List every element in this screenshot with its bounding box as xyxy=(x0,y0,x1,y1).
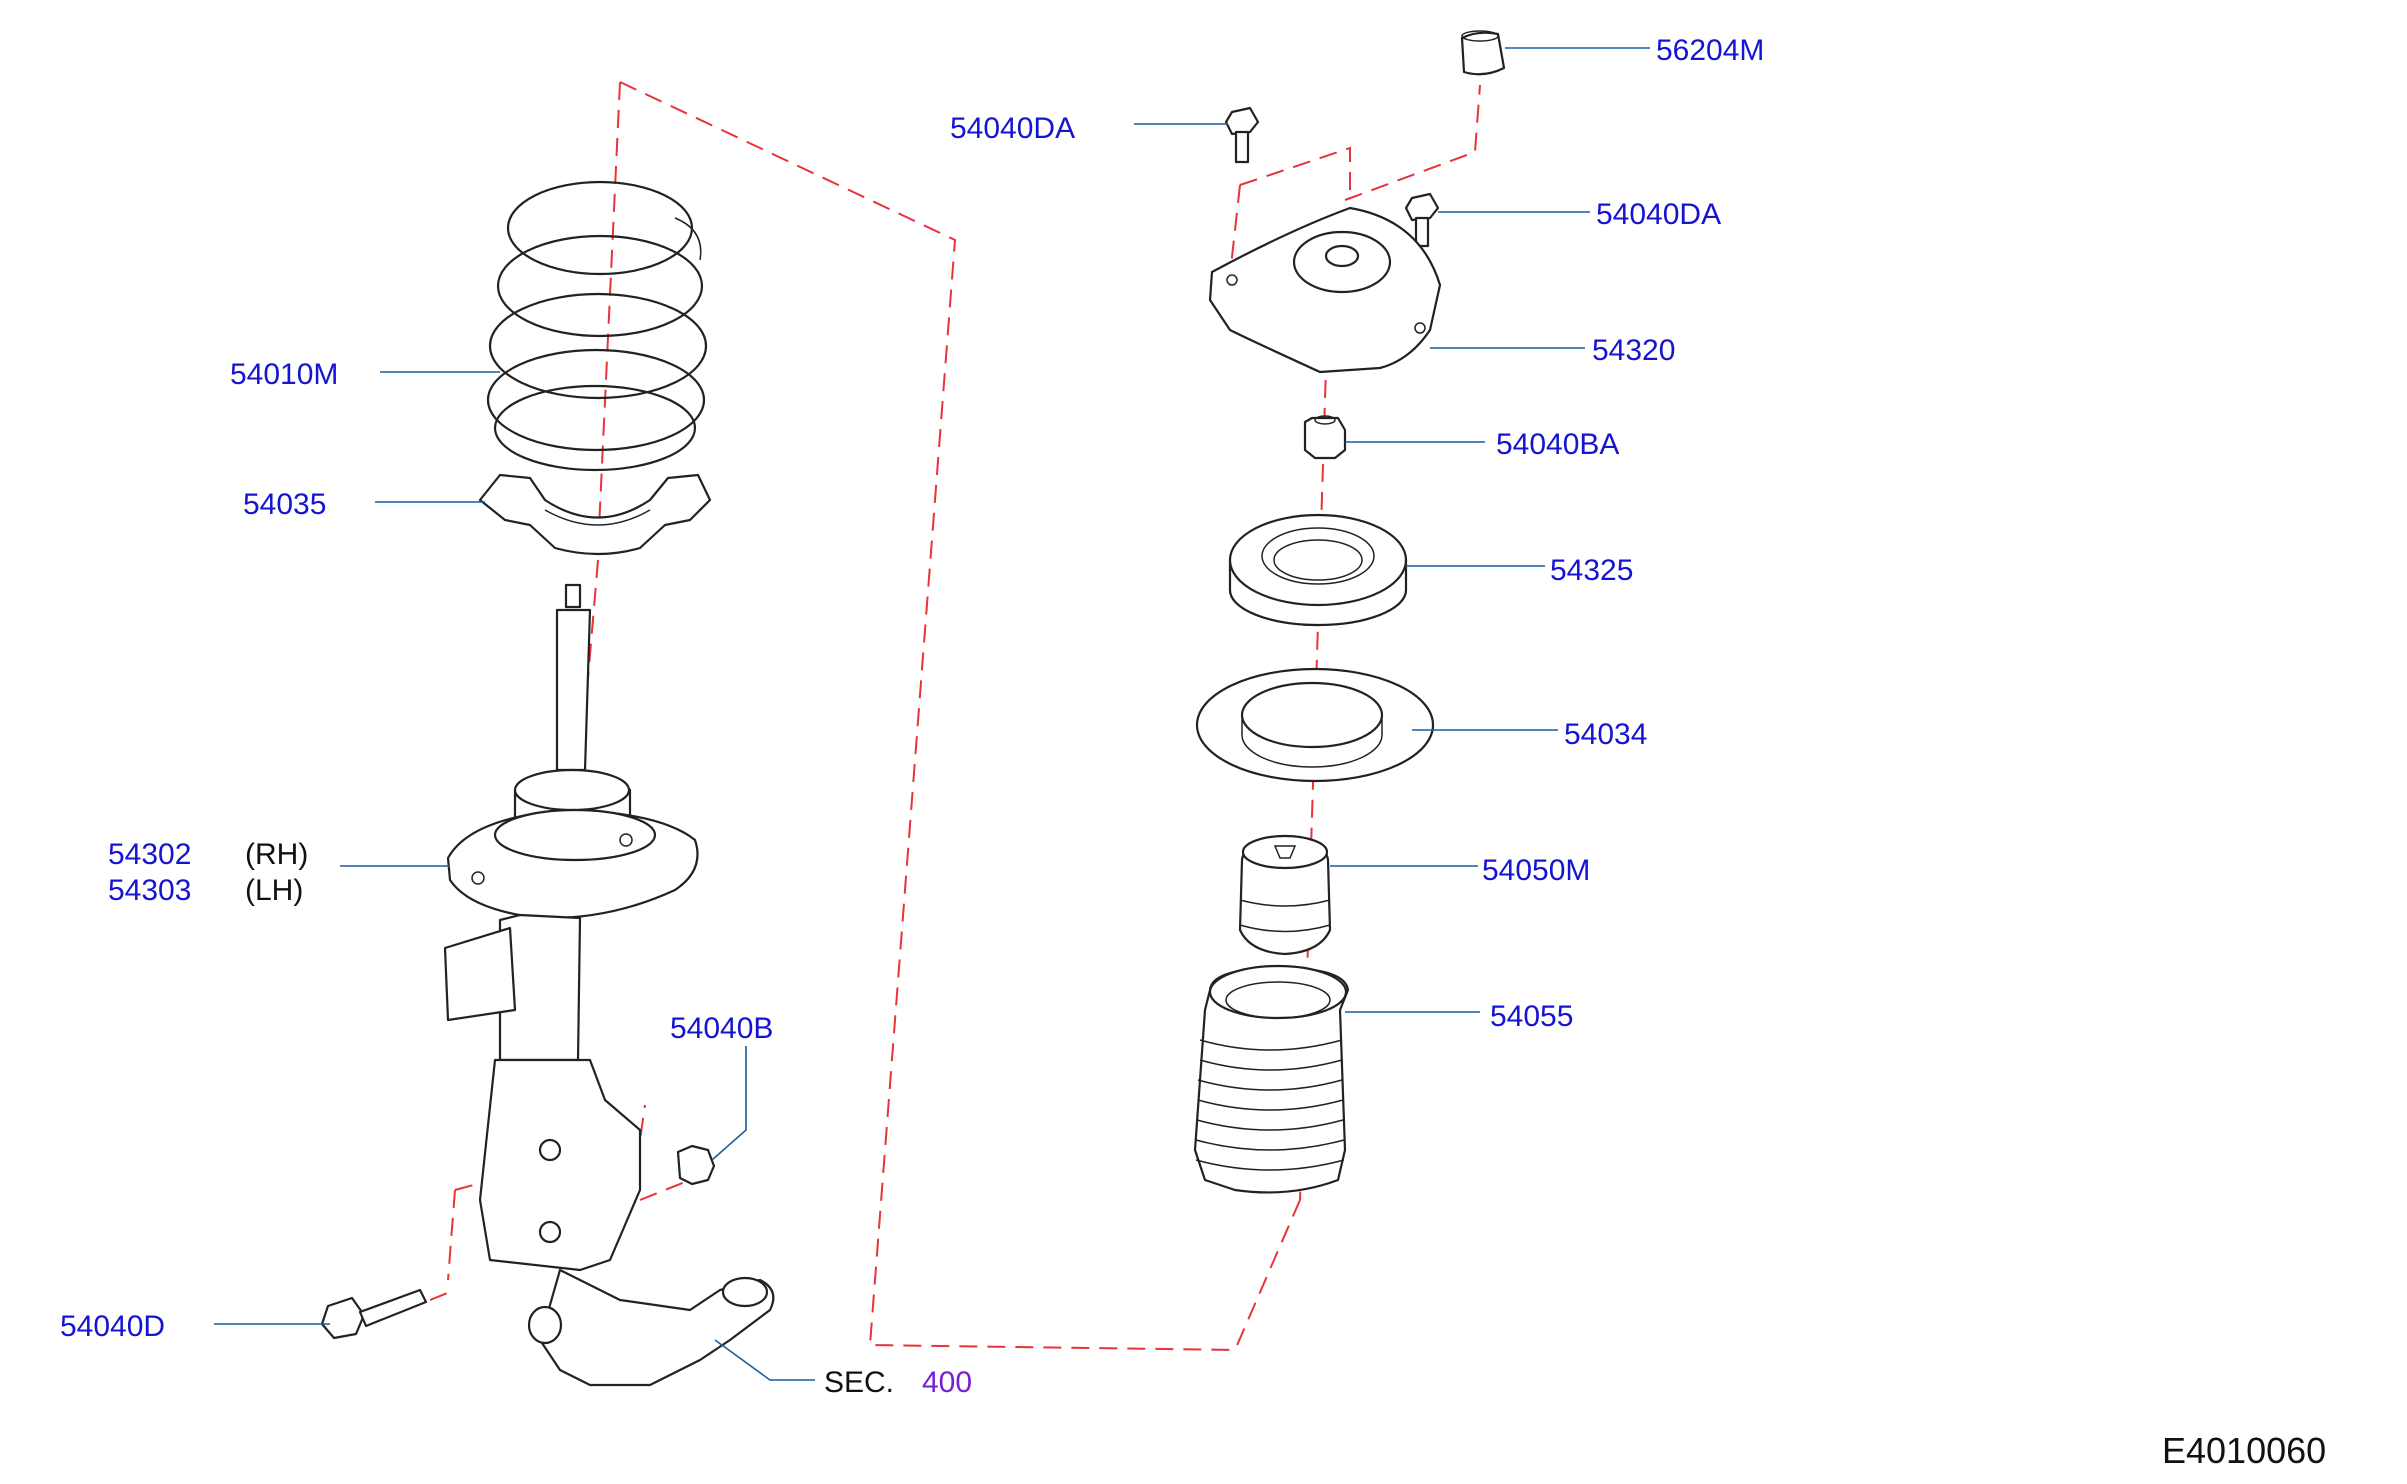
leader-lines xyxy=(214,47,1650,1381)
label-54040DA-left[interactable]: 54040DA xyxy=(950,112,1075,145)
part-54010M-coil-spring[interactable] xyxy=(486,180,708,472)
label-rh: (RH) xyxy=(245,838,308,871)
part-54320-mount-plate[interactable] xyxy=(1208,206,1442,374)
label-lh: (LH) xyxy=(245,874,303,907)
part-54055-dust-boot[interactable] xyxy=(1193,964,1350,1194)
part-labels: 56204M 54040DA 54040DA 54320 54040BA 543… xyxy=(60,34,2326,1471)
part-56204M-cap[interactable] xyxy=(1460,30,1506,76)
part-54040DA-bolt-right[interactable] xyxy=(1404,192,1440,248)
label-54303[interactable]: 54303 xyxy=(108,874,191,907)
label-54040B[interactable]: 54040B xyxy=(670,1012,773,1045)
part-54050M-bump-stop[interactable] xyxy=(1238,834,1332,956)
part-54034-washer[interactable] xyxy=(1195,667,1435,783)
part-54040DA-bolt-left[interactable] xyxy=(1224,106,1260,164)
section-ref-prefix: SEC. xyxy=(824,1366,894,1399)
label-54302[interactable]: 54302 xyxy=(108,838,191,871)
steering-knuckle xyxy=(527,1268,775,1387)
label-54050M[interactable]: 54050M xyxy=(1482,854,1590,887)
label-54055[interactable]: 54055 xyxy=(1490,1000,1573,1033)
section-ref-number[interactable]: 400 xyxy=(922,1366,972,1399)
part-54040BA-nut[interactable] xyxy=(1303,415,1347,460)
label-54035[interactable]: 54035 xyxy=(243,488,326,521)
part-54040D-bolt[interactable] xyxy=(320,1288,428,1340)
part-54035-spring-seat[interactable] xyxy=(478,473,712,556)
label-54040BA[interactable]: 54040BA xyxy=(1496,428,1619,461)
diagram-code: E4010060 xyxy=(2162,1430,2326,1471)
label-54010M[interactable]: 54010M xyxy=(230,358,338,391)
label-54034[interactable]: 54034 xyxy=(1564,718,1647,751)
part-54040B-nut[interactable] xyxy=(676,1144,716,1186)
label-54320[interactable]: 54320 xyxy=(1592,334,1675,367)
label-54040DA-right[interactable]: 54040DA xyxy=(1596,198,1721,231)
label-54325[interactable]: 54325 xyxy=(1550,554,1633,587)
part-54325-bearing[interactable] xyxy=(1228,513,1408,627)
label-56204M[interactable]: 56204M xyxy=(1656,34,1764,67)
part-54302-54303-strut[interactable] xyxy=(443,583,699,1272)
label-54040D[interactable]: 54040D xyxy=(60,1310,165,1343)
